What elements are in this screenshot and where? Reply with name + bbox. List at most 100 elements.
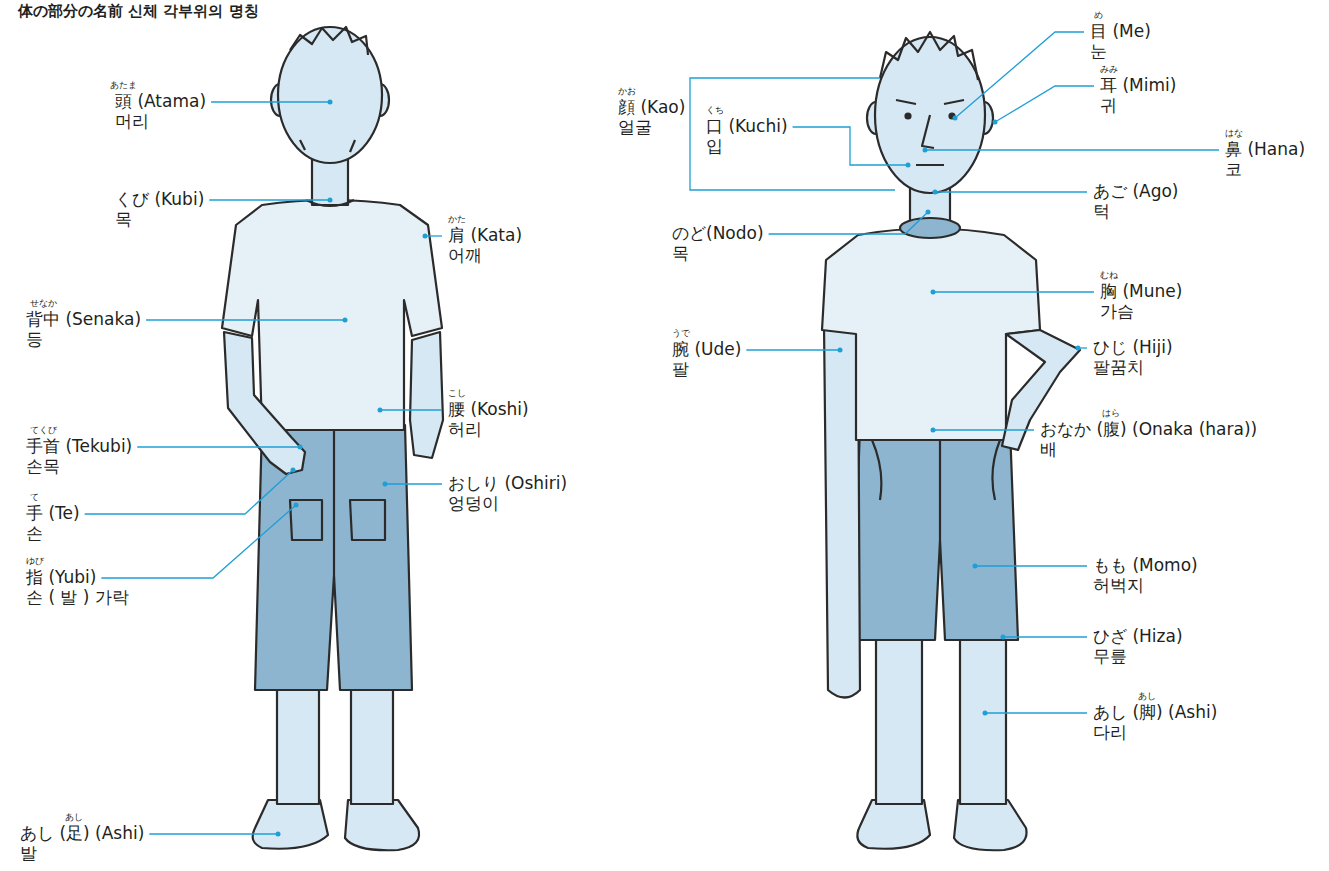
furigana: かお (618, 87, 636, 96)
eye (906, 114, 911, 119)
leader-line (955, 32, 1084, 118)
leader-dots (983, 711, 988, 716)
furigana: はな (1225, 129, 1243, 138)
part-name-japanese: 耳 (Mimi) (1100, 77, 1176, 94)
leader-line (995, 86, 1094, 122)
bracket-line (690, 78, 895, 190)
part-name-japanese: 目 (Me) (1090, 23, 1151, 40)
part-name-japanese: あご (Ago) (1093, 183, 1179, 200)
part-name-japanese: 手 (Te) (26, 505, 80, 522)
furigana: て (30, 493, 39, 502)
furigana: ゆび (26, 557, 44, 566)
shorts (852, 428, 1018, 640)
part-name-korean: 눈 (1090, 43, 1107, 60)
part-name-korean: 가슴 (1100, 303, 1134, 320)
furigana: こし (448, 389, 466, 398)
part-name-korean: 손목 (26, 458, 60, 475)
arm (410, 332, 443, 458)
leader-line (925, 149, 1219, 150)
leader-line (1003, 636, 1087, 637)
part-name-japanese: 頭 (Atama) (115, 93, 206, 110)
leader-dots (933, 190, 938, 195)
collar (900, 218, 960, 238)
leader-line (211, 101, 330, 102)
furigana: うで (672, 329, 690, 338)
head (875, 37, 985, 193)
part-name-japanese: おなか (腹) (Onaka (hara)) (1040, 421, 1257, 438)
leader-dots (1001, 635, 1006, 640)
front-figure (822, 32, 1080, 850)
hair (880, 32, 978, 80)
furigana: てくび (30, 426, 57, 435)
leader-dots (328, 198, 333, 203)
part-name-korean: 머리 (115, 113, 149, 130)
leader-dots (294, 503, 299, 508)
leader-line (149, 833, 278, 834)
leader-line (85, 470, 293, 514)
leader-line (769, 212, 928, 234)
leader-dots (328, 100, 333, 105)
furigana: あし (1138, 692, 1156, 701)
leader-line (385, 483, 442, 484)
part-name-japanese: のど(Nodo) (672, 225, 764, 242)
leader-line (793, 127, 908, 165)
part-name-korean: 배 (1040, 441, 1057, 458)
hair (290, 27, 368, 152)
leader-dots (953, 116, 958, 121)
part-name-korean: 다리 (1093, 724, 1127, 741)
part-name-japanese: おしり (Oshiri) (448, 475, 567, 492)
part-name-japanese: 鼻 (Hana) (1225, 141, 1305, 158)
part-name-japanese: もも (Momo) (1093, 557, 1198, 574)
part-name-japanese: 腕 (Ude) (672, 341, 741, 358)
leader-line (380, 409, 442, 410)
part-name-korean: 등 (26, 331, 43, 348)
leader-line (209, 199, 330, 200)
leader-line (985, 712, 1087, 713)
leg (876, 630, 922, 804)
leg (277, 680, 319, 804)
part-name-japanese: あし (足) (Ashi) (20, 825, 144, 842)
leader-dots (378, 408, 383, 413)
leg (960, 630, 1006, 804)
furigana: くち (706, 106, 724, 115)
leader-dots (383, 482, 388, 487)
part-name-korean: 턱 (1093, 203, 1110, 220)
leader-line (975, 565, 1087, 566)
part-name-japanese: 指 (Yubi) (26, 569, 96, 586)
leader-dots (298, 445, 303, 450)
shoe (345, 800, 419, 850)
leader-line (101, 505, 296, 578)
part-name-japanese: 背中 (Senaka) (26, 311, 141, 328)
part-name-japanese: 口 (Kuchi) (706, 118, 788, 135)
part-name-korean: 허벅지 (1093, 577, 1144, 594)
arm (824, 325, 860, 698)
leader-dots (423, 234, 428, 239)
part-name-korean: 허리 (448, 421, 482, 438)
shoe (857, 800, 930, 849)
part-name-korean: 발 (20, 845, 37, 862)
leader-line (425, 235, 442, 236)
part-name-korean: 팔꿈치 (1093, 359, 1144, 376)
shoe (954, 800, 1027, 850)
furigana: かた (448, 215, 466, 224)
leader-dots (993, 120, 998, 125)
furigana: せなか (30, 299, 57, 308)
part-name-japanese: 腰 (Koshi) (448, 401, 529, 418)
part-name-japanese: 顔 (Kao) (618, 99, 685, 116)
leader-dots (923, 148, 928, 153)
leader-dots (931, 290, 936, 295)
leader-dots (931, 428, 936, 433)
furigana: むね (1100, 271, 1118, 280)
furigana: あたま (110, 81, 137, 90)
page-title: 体の部分の名前 신체 각부위의 명칭 (18, 4, 259, 19)
furigana: め (1094, 11, 1103, 20)
furigana: はら (1102, 409, 1120, 418)
part-name-korean: 무릎 (1093, 648, 1127, 665)
leader-line (933, 429, 1034, 430)
leader-line (146, 319, 345, 320)
face (896, 100, 964, 165)
part-name-korean: 어깨 (448, 247, 482, 264)
part-name-korean: 코 (1225, 161, 1242, 178)
arm (224, 332, 305, 474)
